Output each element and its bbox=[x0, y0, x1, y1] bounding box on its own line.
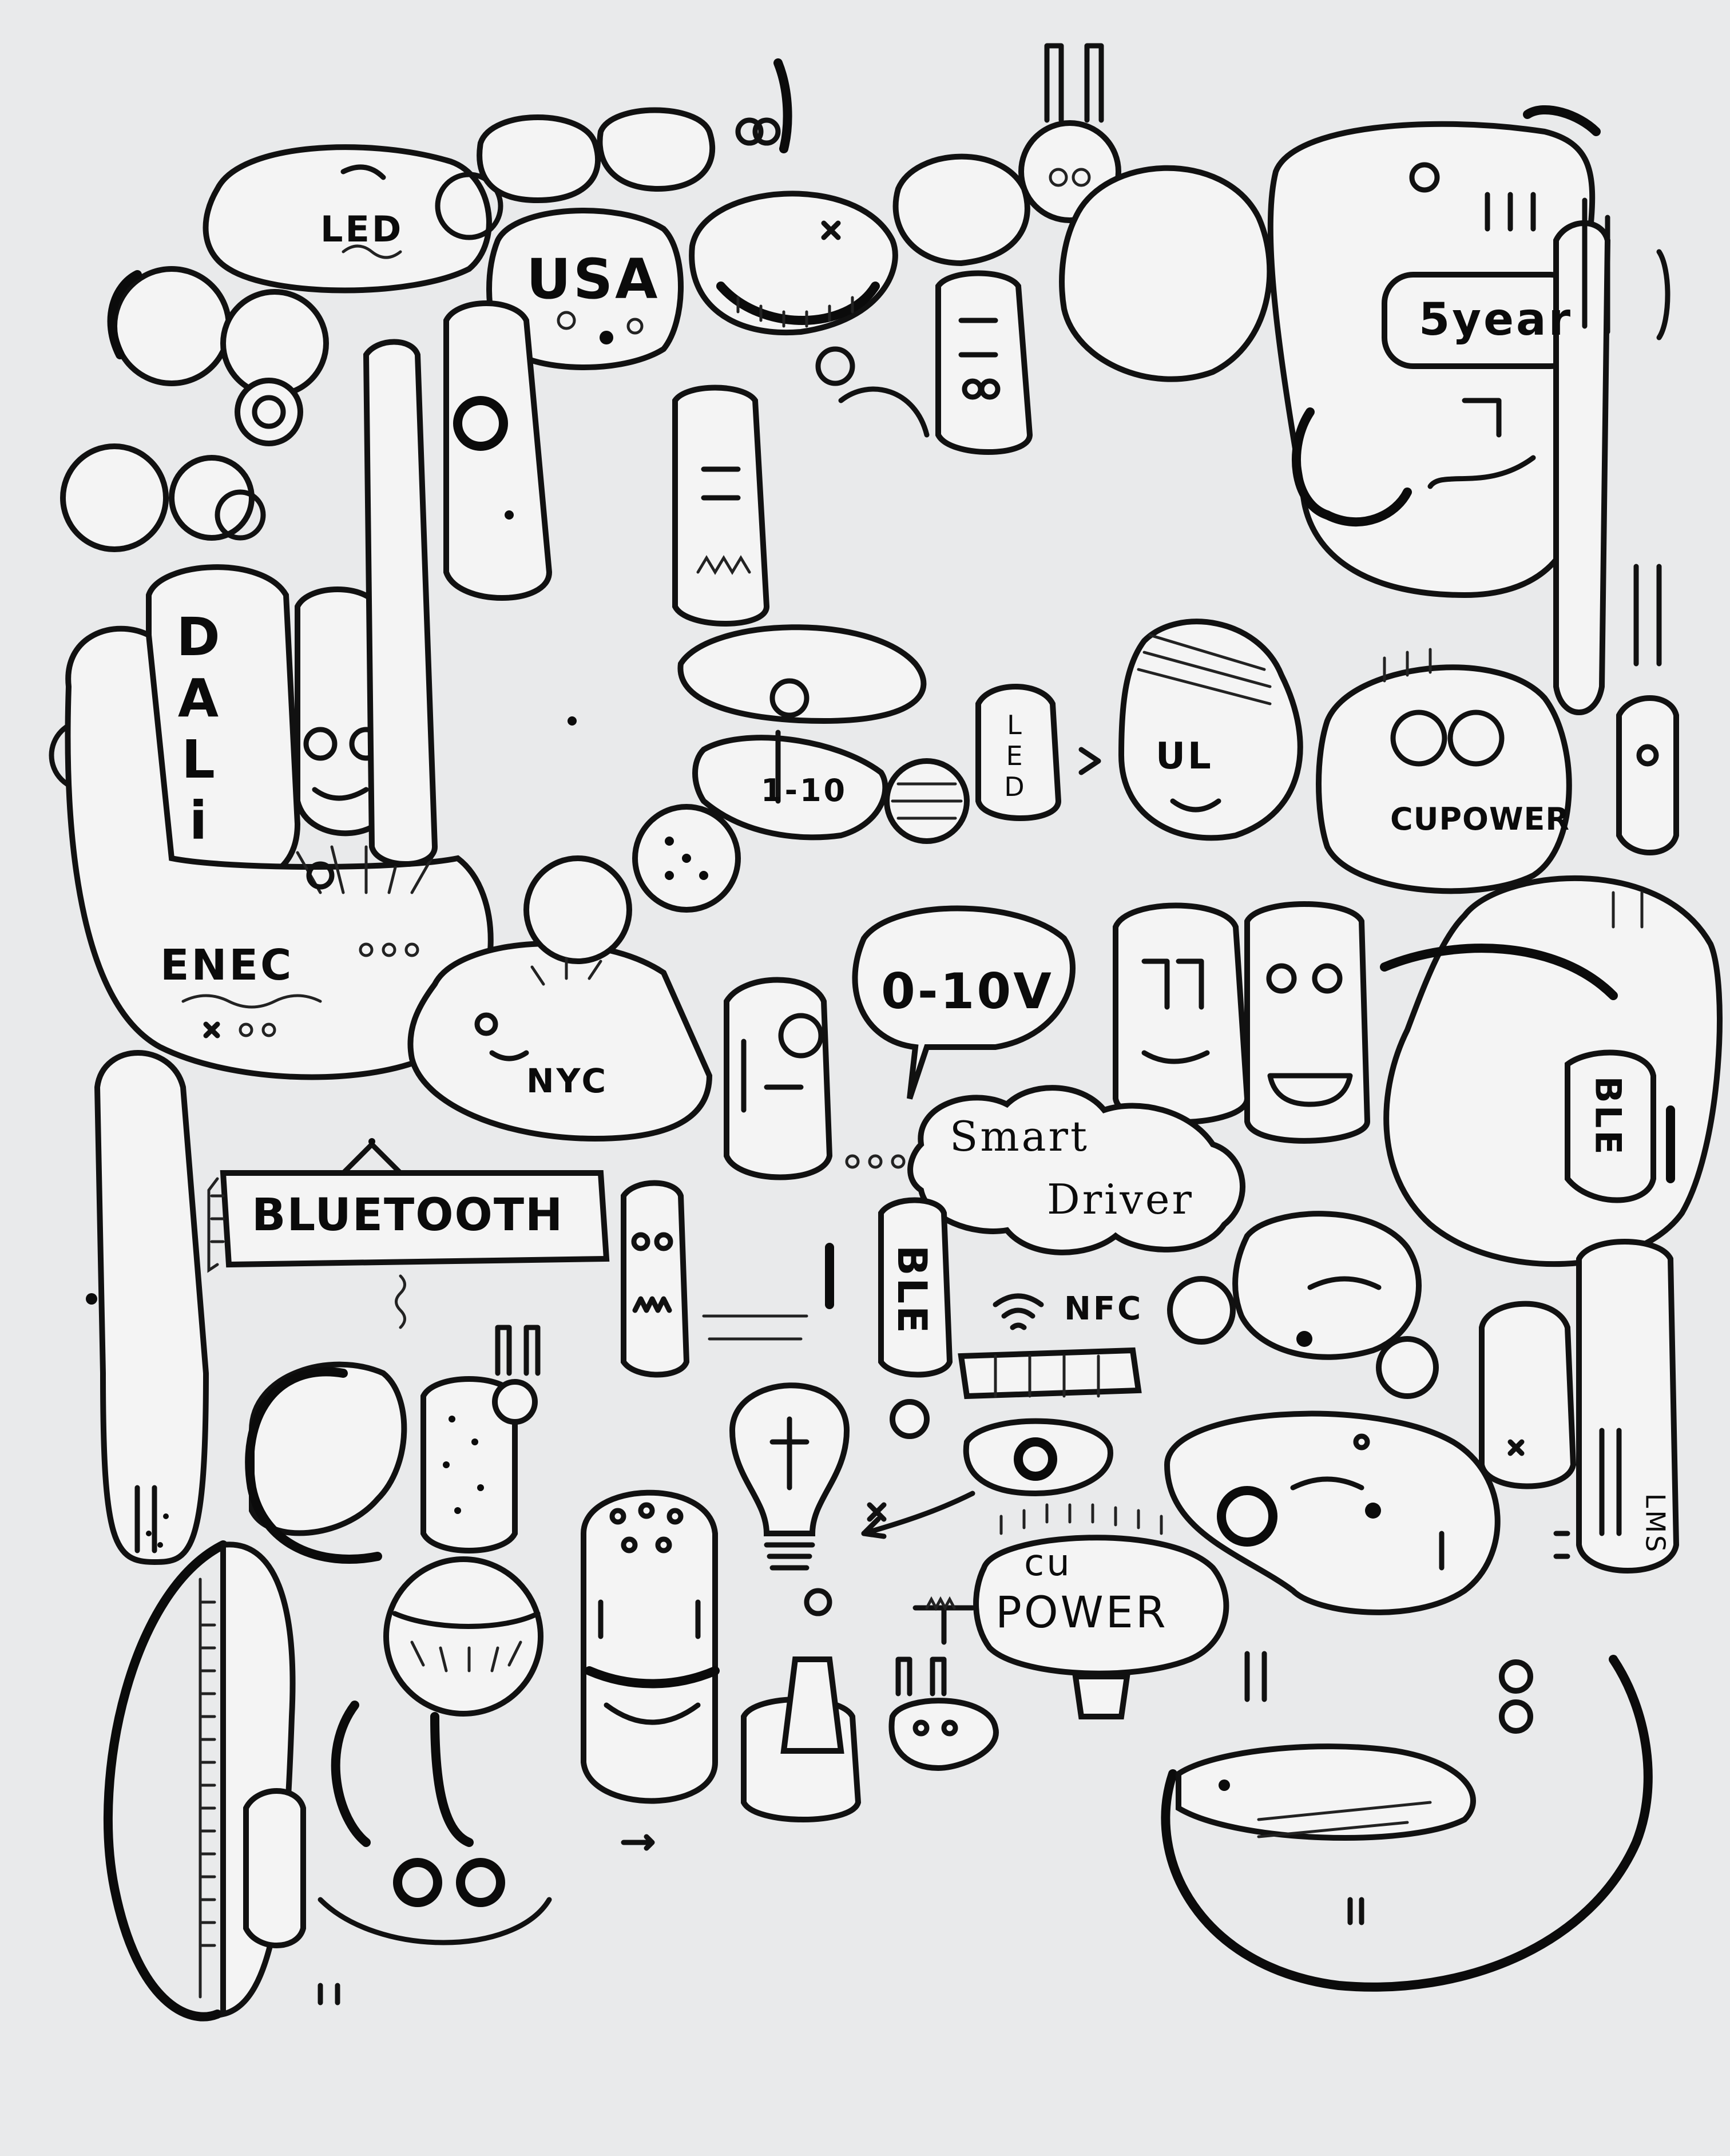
led-vertical-pill bbox=[975, 684, 1062, 821]
label-smart-driver-line2: Driver bbox=[1047, 1175, 1194, 1223]
small-critter-bottom-center bbox=[741, 1588, 999, 1822]
five-year-character bbox=[1267, 105, 1601, 599]
scattered-ink-marks bbox=[86, 58, 1675, 2006]
striped-ball-character bbox=[318, 1556, 552, 1945]
label-smart-driver-line1: Smart bbox=[950, 1112, 1089, 1160]
fish-bubble-1-10 bbox=[632, 735, 970, 913]
label-dali: DALi bbox=[168, 607, 229, 851]
eye-dots-cluster-right bbox=[1232, 1211, 1680, 1574]
eye-saucer bbox=[963, 1418, 1113, 1497]
label-ble-center: BLE bbox=[888, 1245, 935, 1335]
cylinder-face-center bbox=[724, 977, 833, 1180]
label-ble-right: BLE bbox=[1587, 1076, 1629, 1157]
label-cu-power-line1: cu bbox=[1024, 1542, 1072, 1584]
nfc-wifi-block bbox=[958, 1276, 1236, 1400]
led-character bbox=[203, 144, 503, 294]
pill-character-top bbox=[477, 107, 715, 204]
dotted-dome-tall-character bbox=[581, 1489, 720, 1804]
label-led-top: LED bbox=[320, 208, 404, 250]
zero-ten-v-bubble bbox=[852, 905, 1076, 1100]
dotted-rabbit-character bbox=[245, 1325, 541, 1564]
tall-characters-middle bbox=[295, 270, 1033, 867]
dome-eye-character-center bbox=[677, 624, 927, 724]
lightbulb bbox=[729, 1382, 975, 1571]
label-enec: ENEC bbox=[160, 941, 294, 990]
bluetooth-sign bbox=[207, 1138, 610, 1329]
small-grin-pill bbox=[621, 1180, 834, 1378]
cupower-character bbox=[1316, 648, 1572, 894]
big-round-character-top-mid bbox=[892, 153, 1273, 382]
label-lms: LMS bbox=[1640, 1493, 1671, 1555]
ble-center-pill bbox=[878, 1197, 953, 1378]
label-nyc: NYC bbox=[526, 1061, 609, 1100]
big-circle-bottom-right bbox=[1161, 1655, 1653, 1992]
label-five-year: 5year bbox=[1419, 294, 1573, 346]
label-cu-power-line2: POWER bbox=[995, 1587, 1168, 1638]
label-zero-ten-v: 0-10V bbox=[881, 963, 1054, 1020]
label-one-to-ten: 1-10 bbox=[761, 772, 848, 808]
half-dome-character bbox=[689, 191, 898, 336]
left-cluster-circles bbox=[60, 266, 329, 552]
label-usa: USA bbox=[526, 247, 660, 311]
label-led-vertical: LED bbox=[999, 710, 1030, 802]
label-nfc: NFC bbox=[1064, 1290, 1144, 1327]
left-column-tall-pill bbox=[94, 1050, 209, 1566]
nyc-character bbox=[407, 855, 713, 1142]
smart-driver-cloud bbox=[845, 1085, 1245, 1255]
label-cupower-top: CUPOWER bbox=[1390, 801, 1570, 837]
ul-striped-hat-character bbox=[1078, 619, 1303, 841]
big-bean-character-right bbox=[1164, 1410, 1501, 1615]
label-bluetooth: BLUETOOTH bbox=[252, 1190, 564, 1241]
left-bottom-dome bbox=[103, 1540, 306, 2022]
right-column-pill-stack bbox=[1553, 220, 1679, 855]
cu-power-bubble bbox=[912, 1503, 1229, 1719]
label-ul: UL bbox=[1156, 735, 1213, 778]
twin-face-characters bbox=[1113, 901, 1371, 1144]
